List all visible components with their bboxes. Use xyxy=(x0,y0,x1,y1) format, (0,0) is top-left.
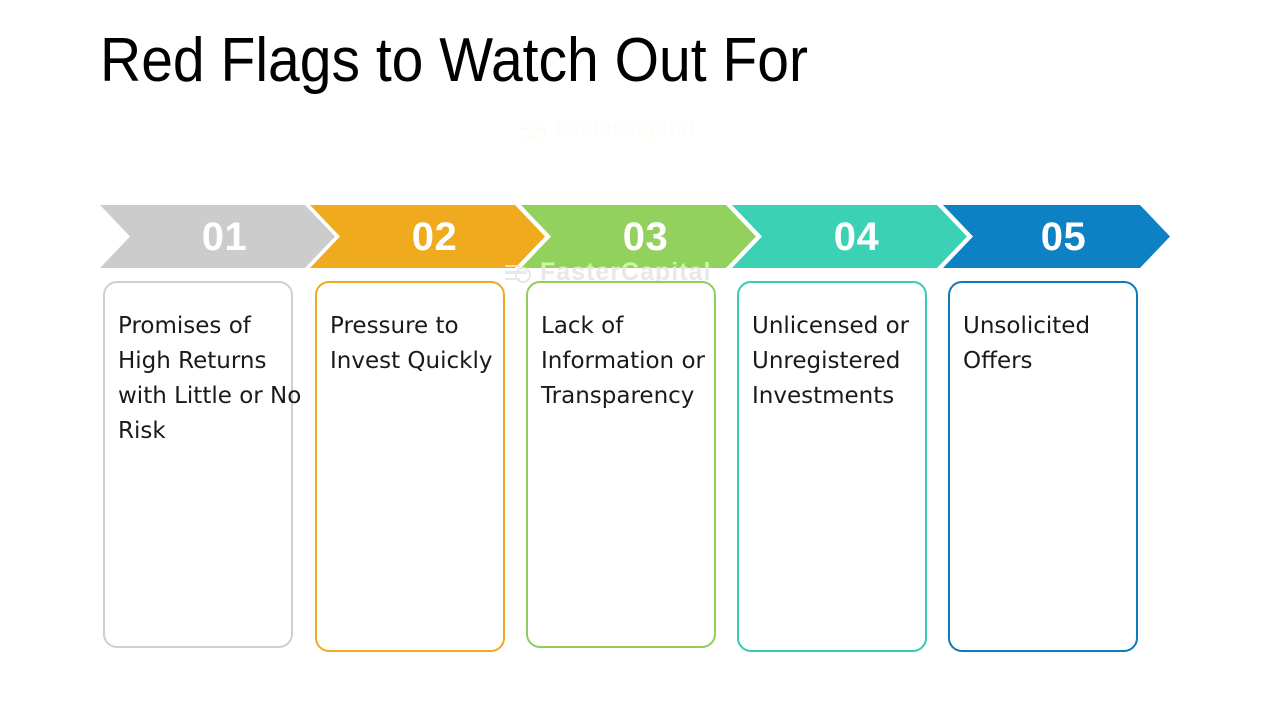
watermark-top: FasterCapital xyxy=(520,118,695,141)
chevron-step-2[interactable]: 02 xyxy=(310,205,545,268)
chevron-number-5: 05 xyxy=(1040,214,1087,259)
page-title: Red Flags to Watch Out For xyxy=(100,26,808,95)
card-text-4: Unlicensed or Unregistered Investments xyxy=(752,313,910,409)
chevron-step-5[interactable]: 05 xyxy=(943,205,1170,268)
card-text-1: Promises of High Returns with Little or … xyxy=(118,313,302,444)
card-text-3: Lack of Information or Transparency xyxy=(541,313,705,409)
card-step-2[interactable]: Pressure to Invest Quickly xyxy=(315,281,505,652)
chevron-number-4: 04 xyxy=(833,214,880,259)
card-step-4[interactable]: Unlicensed or Unregistered Investments xyxy=(737,281,927,652)
chevron-number-3: 03 xyxy=(622,214,669,259)
fastercapital-logo-icon xyxy=(520,120,546,140)
card-step-1[interactable]: Promises of High Returns with Little or … xyxy=(103,281,301,648)
chevron-number-1: 01 xyxy=(201,214,248,259)
watermark-top-text: FasterCapital xyxy=(555,118,695,140)
card-text-5: Unsolicited Offers xyxy=(963,313,1091,374)
card-step-3[interactable]: Lack of Information or Transparency xyxy=(526,281,716,648)
card-text-2: Pressure to Invest Quickly xyxy=(330,313,493,374)
chevron-step-1[interactable]: 01 xyxy=(100,205,335,268)
card-step-5[interactable]: Unsolicited Offers xyxy=(948,281,1138,652)
chevron-step-3[interactable]: 03 xyxy=(521,205,756,268)
chevron-band: 01 02 03 04 05 xyxy=(0,205,1280,268)
chevron-step-4[interactable]: 04 xyxy=(732,205,967,268)
chevron-number-2: 02 xyxy=(411,214,458,259)
